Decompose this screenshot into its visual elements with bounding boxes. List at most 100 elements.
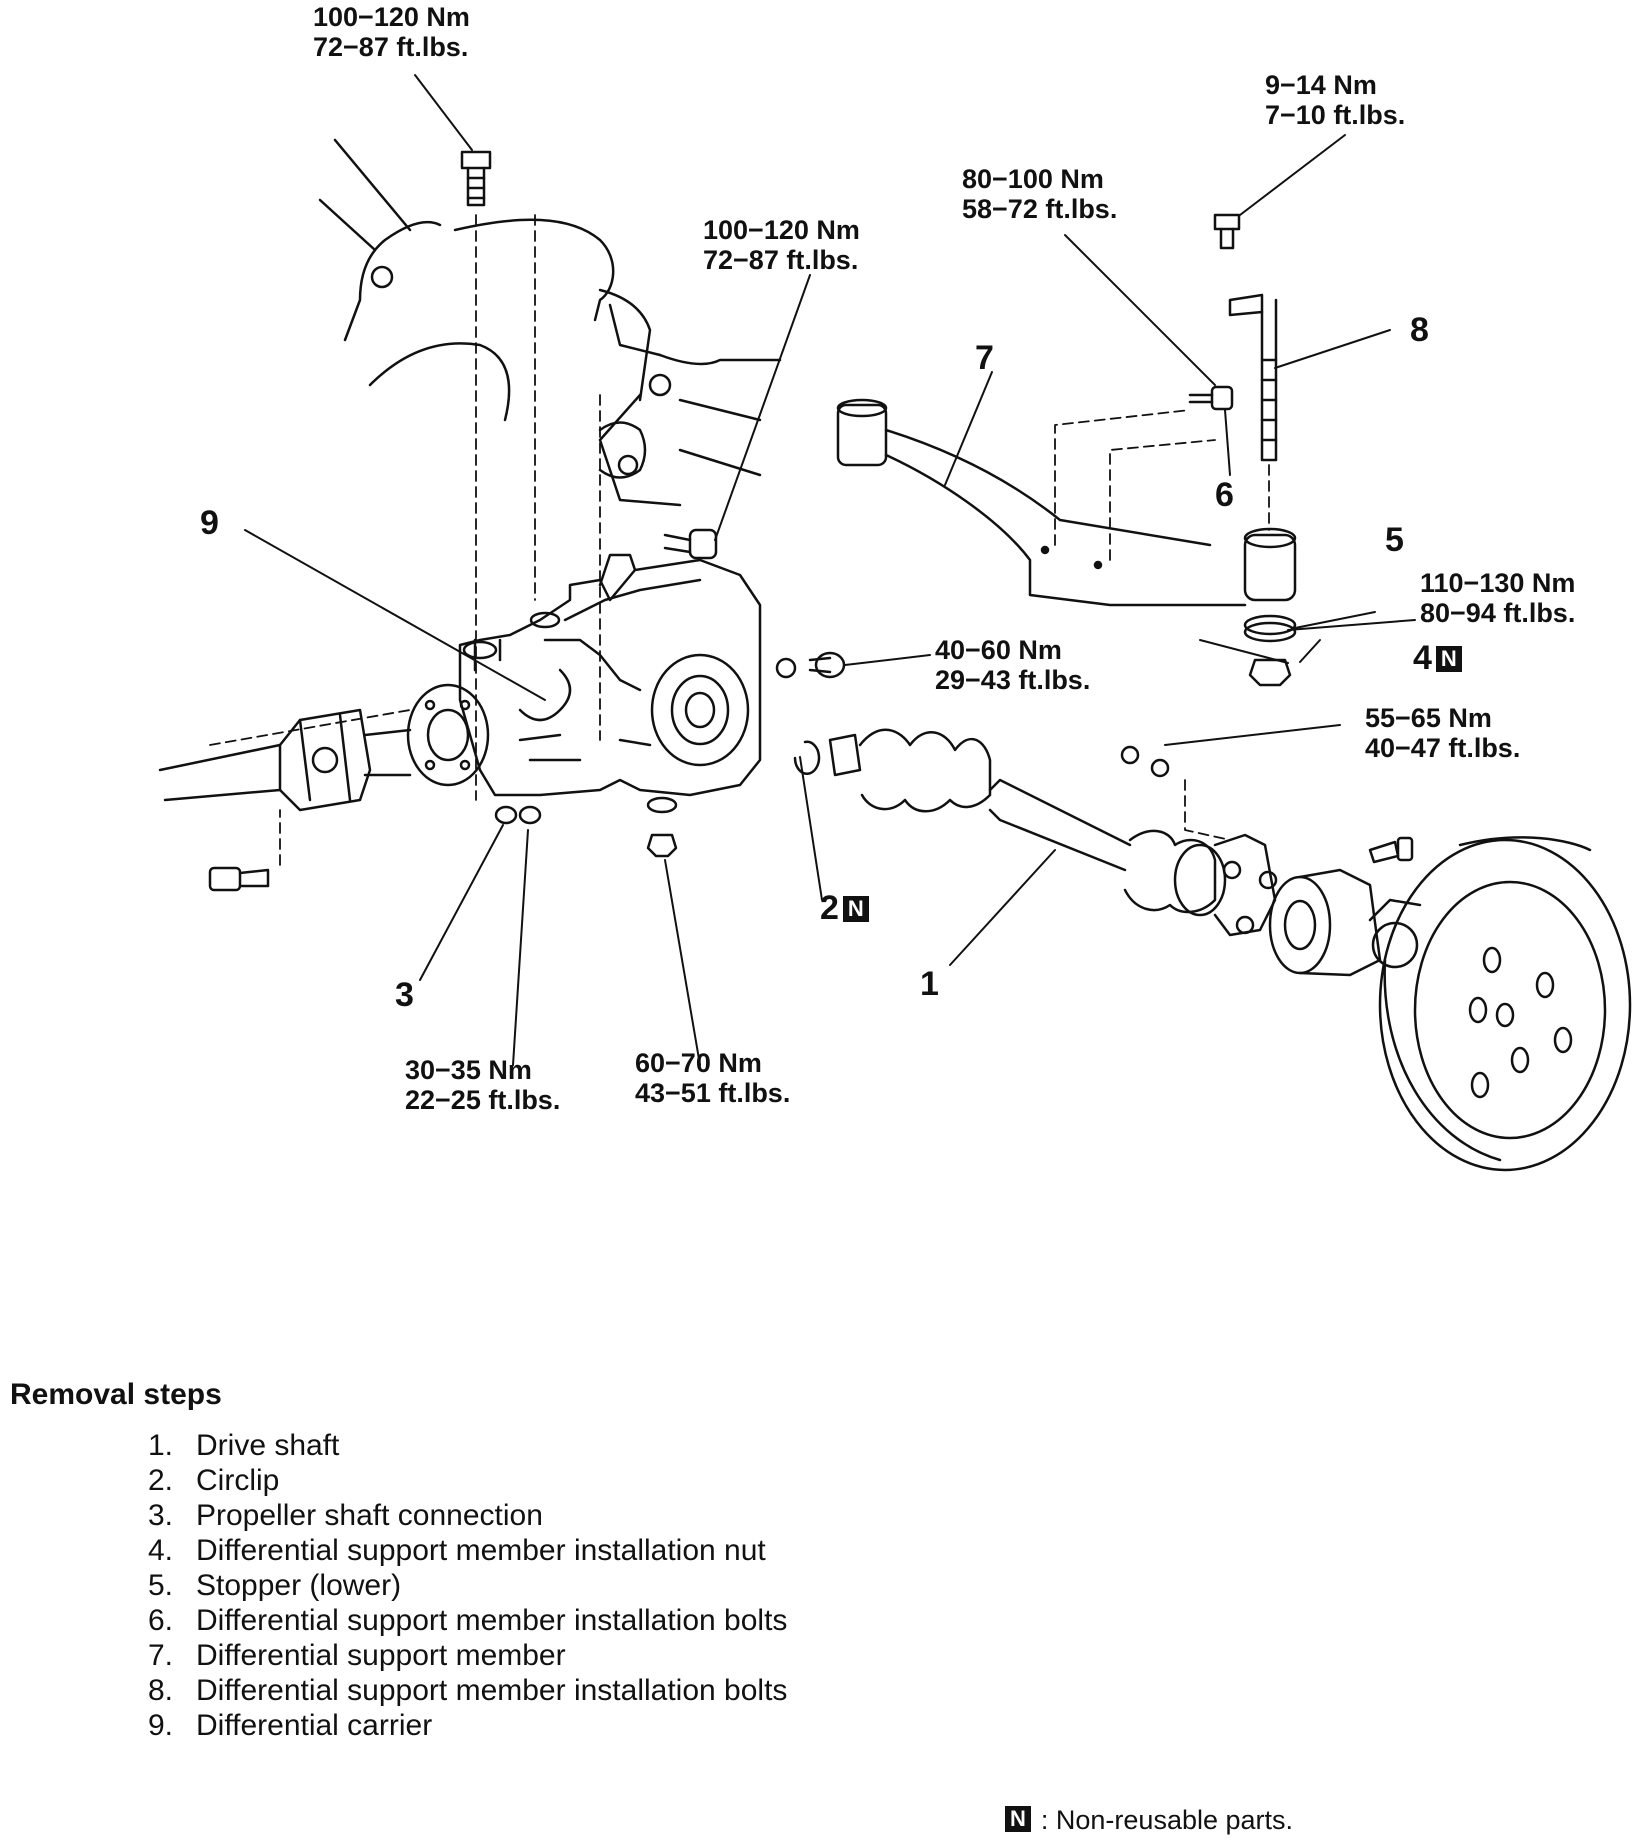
companion-flange — [406, 683, 490, 787]
torque-label-hub: 55−65 Nm 40−47 ft.lbs. — [1365, 703, 1520, 763]
step-text: Propeller shaft connection — [196, 1499, 543, 1532]
list-item: 5. Stopper (lower) — [148, 1568, 956, 1603]
legend: N : Non-reusable parts. — [1005, 1805, 1293, 1836]
leader-lines — [244, 74, 1416, 1066]
torque-label-nut: 110−130 Nm 80−94 ft.lbs. — [1420, 568, 1575, 628]
step-number: 8. — [148, 1674, 174, 1707]
torque-ftlbs: 7−10 ft.lbs. — [1265, 100, 1406, 130]
prop-shaft-bolt — [208, 866, 270, 892]
torque-ftlbs: 80−94 ft.lbs. — [1420, 598, 1576, 628]
list-item: 8. Differential support member installati… — [148, 1673, 956, 1708]
list-item: 1. Drive shaft — [148, 1428, 956, 1463]
step-number: 9. — [148, 1709, 174, 1742]
callout-8: 8 — [1410, 311, 1429, 349]
torque-nm: 110−130 Nm — [1420, 568, 1576, 598]
washer-prop — [494, 805, 518, 825]
removal-steps-title: Removal steps — [10, 1378, 222, 1411]
step-text: Differential support member installation… — [196, 1674, 788, 1707]
step-text: Differential support member — [196, 1639, 566, 1672]
step-text: Drive shaft — [196, 1429, 340, 1462]
torque-label-member-bolt: 80−100 Nm 58−72 ft.lbs. — [962, 164, 1117, 224]
differential-support-member — [836, 398, 1297, 607]
step-text: Differential support member installation… — [196, 1604, 788, 1637]
torque-label-carrier-side: 40−60 Nm 29−43 ft.lbs. — [935, 635, 1090, 695]
non-reusable-badge: N — [842, 896, 869, 922]
step-text: Circlip — [196, 1464, 280, 1497]
hub-bolt-a — [1120, 745, 1140, 765]
nut-prop — [518, 805, 542, 825]
step-text: Differential carrier — [196, 1709, 433, 1742]
torque-ftlbs: 43−51 ft.lbs. — [635, 1078, 791, 1108]
torque-ftlbs: 72−87 ft.lbs. — [703, 245, 859, 275]
torque-ftlbs: 29−43 ft.lbs. — [935, 665, 1091, 695]
callout-6: 6 — [1215, 476, 1234, 514]
torque-nm: 40−60 Nm — [935, 635, 1062, 665]
step-text: Differential support member installation… — [196, 1534, 766, 1567]
bolt-6 — [1188, 385, 1234, 411]
hub — [1268, 868, 1382, 977]
torque-nm: 80−100 Nm — [962, 164, 1104, 194]
callout-5: 5 — [1385, 521, 1404, 559]
callout-number: 2 — [820, 889, 839, 927]
list-item: 9. Differential carrier — [148, 1708, 956, 1743]
torque-label-upper-left: 100−120 Nm 72−87 ft.lbs. — [313, 2, 470, 62]
torque-ftlbs: 22−25 ft.lbs. — [405, 1085, 561, 1115]
legend-text: : Non-reusable parts. — [1040, 1805, 1294, 1835]
torque-nm: 100−120 Nm — [703, 215, 860, 245]
callout-9: 9 — [200, 504, 219, 542]
torque-ftlbs: 40−47 ft.lbs. — [1365, 733, 1521, 763]
list-item: 4. Differential support member installati… — [148, 1533, 956, 1568]
step-number: 1. — [148, 1429, 174, 1462]
step-number: 4. — [148, 1534, 174, 1567]
torque-label-center: 100−120 Nm 72−87 ft.lbs. — [703, 215, 860, 275]
differential-carrier — [458, 553, 762, 797]
list-item: 6. Differential support member installati… — [148, 1603, 956, 1638]
bolt-side — [808, 651, 846, 679]
torque-label-prop: 30−35 Nm 22−25 ft.lbs. — [405, 1055, 560, 1115]
torque-nm: 60−70 Nm — [635, 1048, 762, 1078]
crossmember-frame — [318, 138, 782, 507]
washer-bottom — [646, 796, 678, 814]
bolt-upper-right — [1213, 213, 1241, 250]
torque-ftlbs: 72−87 ft.lbs. — [313, 32, 469, 62]
exploded-view-diagram — [158, 74, 1632, 1172]
step-number: 6. — [148, 1604, 174, 1637]
washer-side — [775, 657, 797, 679]
removal-steps-list: 1. Drive shaft 2. Circlip 3. Propeller shaf… — [148, 1428, 956, 1743]
brake-rotor — [1368, 836, 1632, 1172]
callout-number: 4 — [1413, 639, 1432, 677]
step-number: 2. — [148, 1464, 174, 1497]
bolt-8 — [1228, 293, 1278, 462]
bolt-bottom — [646, 833, 678, 858]
step-number: 5. — [148, 1569, 174, 1602]
step-number: 3. — [148, 1499, 174, 1532]
propeller-shaft — [158, 708, 412, 812]
torque-nm: 55−65 Nm — [1365, 703, 1492, 733]
callout-7: 7 — [975, 339, 994, 377]
step-text: Stopper (lower) — [196, 1569, 402, 1602]
hub-bolt-rear — [1368, 836, 1414, 864]
hub-bolt-b — [1150, 758, 1170, 778]
callout-3: 3 — [395, 976, 414, 1014]
step-number: 7. — [148, 1639, 174, 1672]
drive-shaft — [828, 728, 1278, 937]
torque-label-upper-right: 9−14 Nm 7−10 ft.lbs. — [1265, 70, 1405, 130]
non-reusable-badge: N — [1435, 646, 1462, 672]
list-item: 3. Propeller shaft connection — [148, 1498, 956, 1533]
list-item: 7. Differential support member — [148, 1638, 956, 1673]
torque-nm: 100−120 Nm — [313, 2, 470, 32]
torque-nm: 9−14 Nm — [1265, 70, 1377, 100]
torque-ftlbs: 58−72 ft.lbs. — [962, 194, 1118, 224]
list-item: 2. Circlip — [148, 1463, 956, 1498]
torque-nm: 30−35 Nm — [405, 1055, 532, 1085]
stopper-lower — [1243, 614, 1297, 643]
bolt-center — [663, 528, 718, 560]
bolt-upper-left — [460, 150, 492, 207]
callout-1: 1 — [920, 965, 939, 1003]
installation-nut — [1248, 658, 1292, 687]
torque-label-bottom: 60−70 Nm 43−51 ft.lbs. — [635, 1048, 790, 1108]
circlip — [793, 740, 821, 775]
non-reusable-badge: N — [1005, 1806, 1031, 1832]
